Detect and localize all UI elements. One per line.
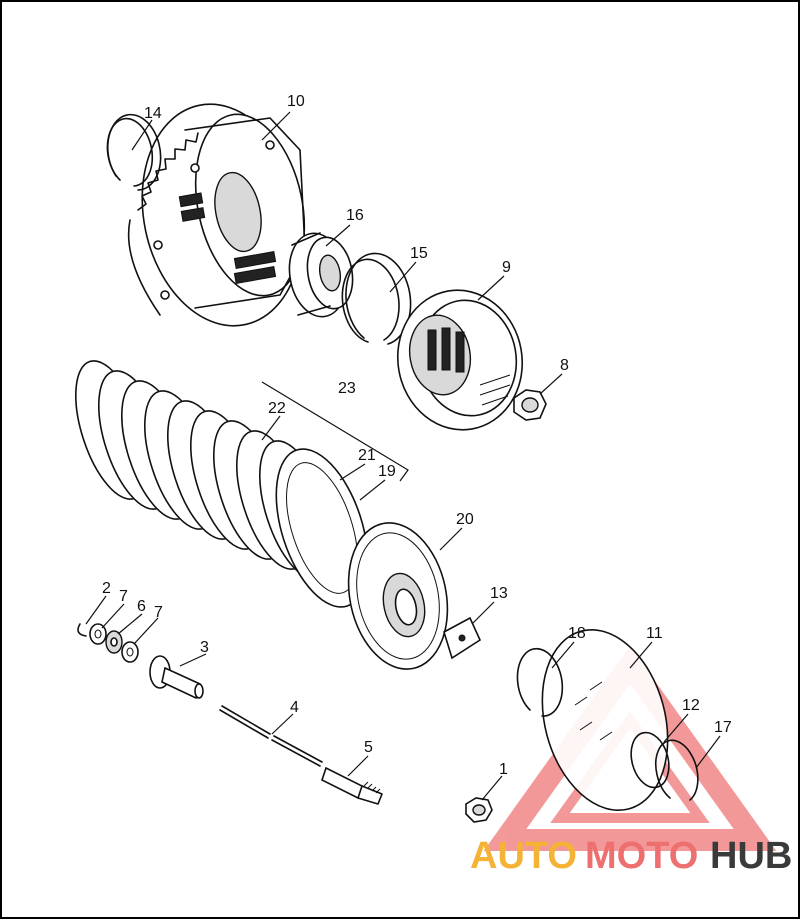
callout-7a: 7 [119, 588, 128, 605]
callout-22: 22 [268, 400, 286, 417]
callout-17: 17 [714, 719, 732, 736]
part-2-clip [77, 623, 87, 637]
part-5-threaded-rod [321, 766, 383, 805]
part-13-lock-plate [443, 616, 482, 660]
watermark-auto: AUTO [470, 835, 577, 877]
watermark-moto: MOTO [585, 835, 698, 877]
callout-4: 4 [290, 699, 299, 716]
part-7-washer-b [121, 641, 139, 663]
callout-12: 12 [682, 697, 700, 714]
part-8-nut [513, 389, 547, 421]
callout-15: 15 [410, 245, 428, 262]
callout-8: 8 [560, 357, 569, 374]
callout-20: 20 [456, 511, 474, 528]
callout-14: 14 [144, 105, 162, 122]
callout-labels: 10 14 16 15 9 8 23 22 21 19 20 13 18 11 … [102, 93, 732, 778]
callout-19: 19 [378, 463, 396, 480]
part-16-bearing [288, 232, 354, 318]
part-3-adjuster [149, 655, 204, 700]
part-12-ring [630, 731, 670, 789]
watermark-logo: AUTO MOTO HUB [470, 835, 792, 877]
callout-3: 3 [200, 639, 209, 656]
watermark-hub: HUB [710, 835, 792, 877]
part-15-snap-ring [341, 252, 412, 345]
part-10-clutch-shell [127, 103, 306, 327]
part-9-clutch-hub [396, 289, 524, 431]
callout-11: 11 [646, 625, 663, 642]
callout-9: 9 [502, 259, 511, 276]
callout-7b: 7 [154, 604, 163, 621]
part-14-retaining-ring [106, 113, 162, 191]
part-11-cover-plate [541, 628, 669, 812]
callout-6: 6 [137, 598, 146, 615]
part-18-retaining-ring [516, 647, 564, 717]
callout-2: 2 [102, 580, 111, 597]
part-6-bearing-small [105, 630, 123, 654]
part-1-nut [465, 797, 493, 823]
leader-lines [85, 111, 721, 801]
callout-13: 13 [490, 585, 508, 602]
part-20-pressure-plate [347, 522, 449, 670]
callout-23: 23 [338, 380, 356, 397]
callout-10: 10 [287, 93, 305, 110]
callout-5: 5 [364, 739, 373, 756]
part-17-ring [655, 739, 699, 801]
callout-18: 18 [568, 625, 586, 642]
clutch-plate-stack [75, 360, 369, 608]
bracket-23 [261, 381, 409, 482]
part-7-washer-a [89, 623, 107, 645]
callout-1: 1 [499, 761, 508, 778]
part-4-pushrods [219, 705, 323, 767]
callout-21: 21 [358, 447, 376, 464]
callout-16: 16 [346, 207, 364, 224]
